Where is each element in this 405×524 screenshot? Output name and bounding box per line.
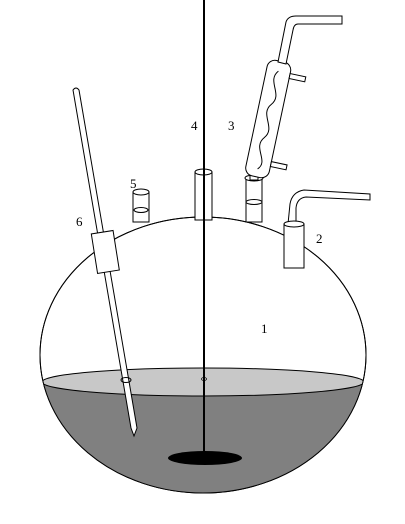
side-tube <box>283 189 371 269</box>
label-1: 1 <box>261 321 268 336</box>
label-5: 5 <box>130 176 137 191</box>
inlet-port-neck <box>132 188 150 223</box>
condenser <box>245 15 343 181</box>
condenser-neck <box>244 174 264 223</box>
label-2: 2 <box>316 231 323 246</box>
thermometer-sheath <box>72 87 138 438</box>
label-3: 3 <box>228 118 235 133</box>
label-6: 6 <box>76 214 83 229</box>
stir-bar <box>168 451 242 465</box>
label-4: 4 <box>191 118 198 133</box>
